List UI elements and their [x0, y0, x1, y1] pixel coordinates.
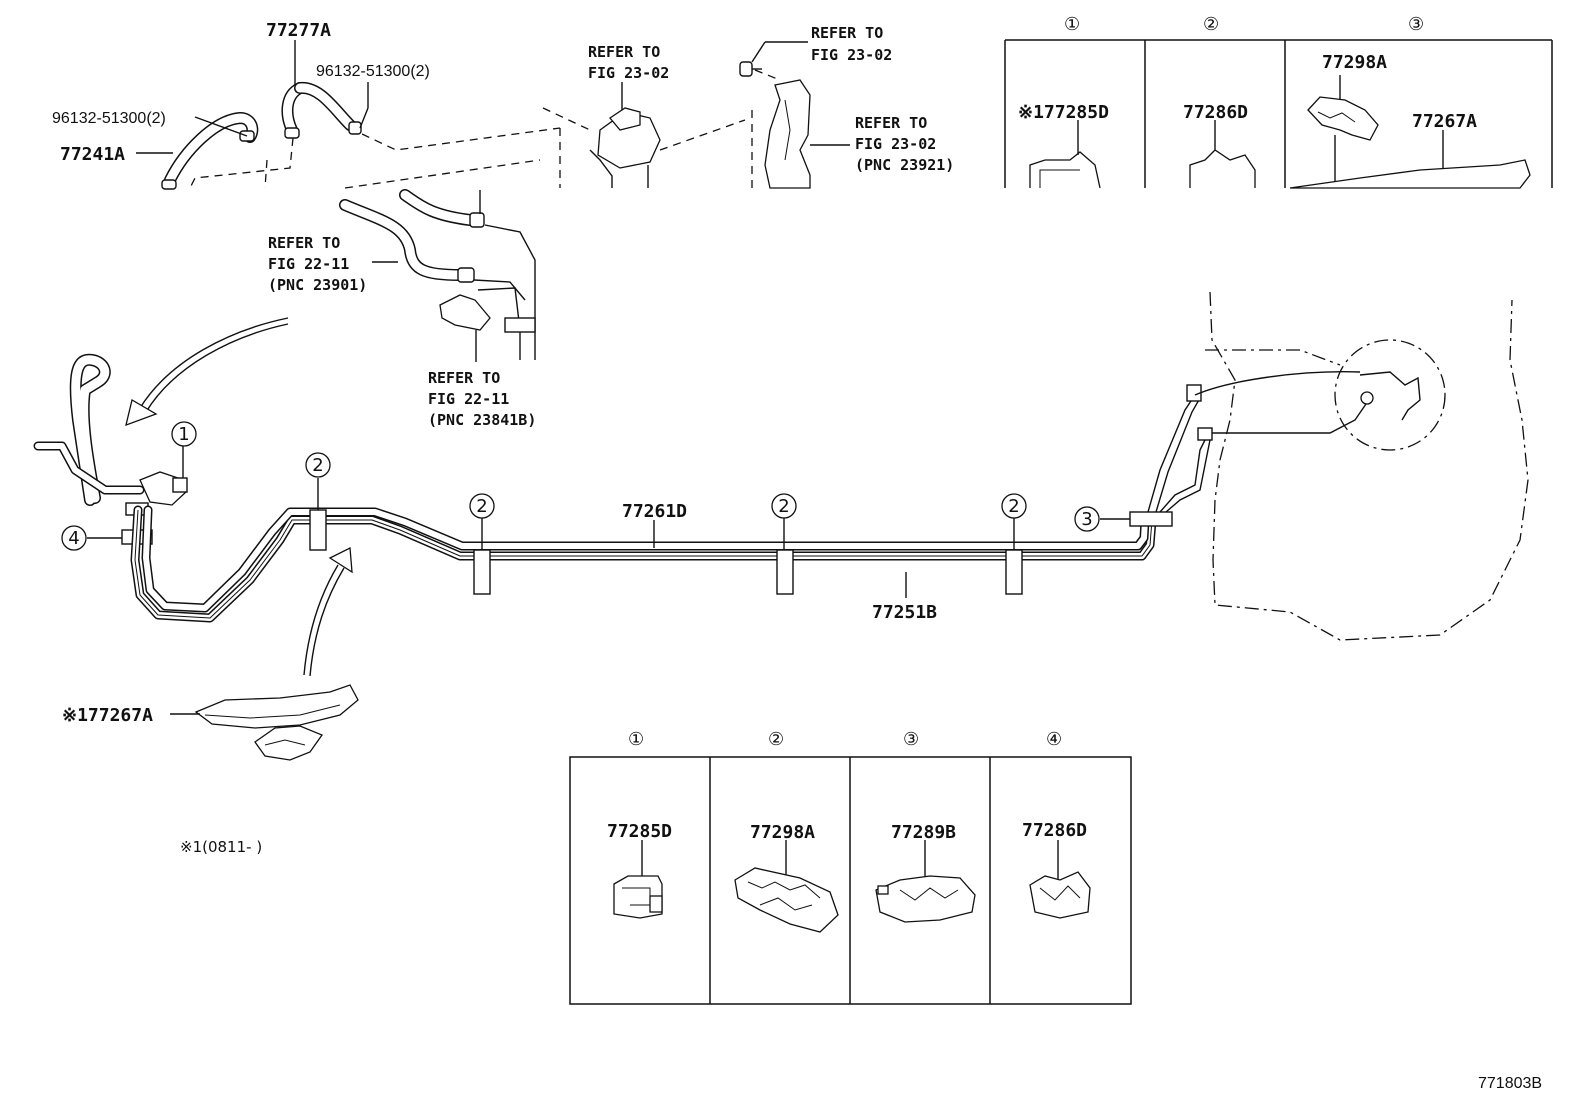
fuel-tank-outline: [1194, 291, 1529, 641]
callout-2d: 2: [1008, 496, 1019, 517]
callout-2a: 2: [312, 455, 323, 476]
top-legend-header-1: ①: [1064, 14, 1080, 35]
callout-3-circle: [1074, 506, 1100, 532]
bracket-group: [739, 41, 850, 189]
filter-view: [339, 159, 541, 362]
part-77251B: 77251B: [872, 602, 937, 623]
callout-2-circle-c: [771, 493, 797, 519]
ref-filter-line1: REFER TO: [268, 234, 340, 252]
top-hose-group: [136, 40, 781, 190]
bottom-legend-header-1: ①: [628, 729, 644, 750]
ref-valve-line1: REFER TO: [428, 369, 500, 387]
callout-1-circle: [171, 421, 197, 447]
ref-bolt-line1: REFER TO: [811, 24, 883, 42]
part-96132-51300-top: 96132-51300(2): [316, 63, 430, 80]
callout-4: 4: [68, 528, 79, 549]
bottom-legend-header-2: ②: [768, 729, 784, 750]
ref-bolt-line2: FIG 23-02: [811, 46, 892, 64]
ref-canister-line2: FIG 23-02: [588, 64, 669, 82]
callout-2-circle-b: [469, 493, 495, 519]
callout-4-circle: [61, 525, 87, 551]
callout-2-circle-a: [305, 452, 331, 478]
bottom-legend-part-1: 77285D: [607, 821, 672, 842]
ref-canister-line1: REFER TO: [588, 43, 660, 61]
main-pipes: [130, 384, 1213, 623]
bottom-legend-header-3: ③: [903, 729, 919, 750]
callout-1: 1: [178, 424, 189, 445]
top-legend-header-3: ③: [1408, 14, 1424, 35]
callout-2-circle-d: [1001, 493, 1027, 519]
ref-bracket-line2: FIG 23-02: [855, 135, 936, 153]
bottom-legend-header-4: ④: [1046, 729, 1062, 750]
bottom-legend-part-3: 77289B: [891, 822, 956, 843]
ref-valve-line2: FIG 22-11: [428, 390, 509, 408]
top-legend: [1004, 39, 1553, 189]
protector-detail: [170, 546, 359, 761]
top-legend-part-3a: 77298A: [1322, 52, 1387, 73]
top-legend-part-3b: 77267A: [1412, 111, 1477, 132]
callout-2c: 2: [778, 496, 789, 517]
ref-filter-line3: (PNC 23901): [268, 276, 367, 294]
part-96132-51300-left: 96132-51300(2): [52, 110, 166, 127]
canister-group: [589, 82, 661, 188]
top-legend-header-2: ②: [1203, 14, 1219, 35]
ref-filter-line2: FIG 22-11: [268, 255, 349, 273]
ref-valve-line3: (PNC 23841B): [428, 411, 536, 429]
ref-bracket-line1: REFER TO: [855, 114, 927, 132]
bottom-legend-part-4: 77286D: [1022, 820, 1087, 841]
footnote: ※1(0811- ): [180, 838, 262, 856]
arrow-to-detail: [125, 317, 289, 427]
callout-circles: [61, 421, 1100, 551]
part-77261D: 77261D: [622, 501, 687, 522]
top-legend-part-1: ※177285D: [1018, 102, 1109, 123]
callout-3: 3: [1081, 509, 1092, 530]
callout-2b: 2: [476, 496, 487, 517]
left-assembly: [33, 353, 188, 545]
part-77267A-left: ※177267A: [62, 705, 153, 726]
diagram-code: 771803B: [1478, 1075, 1542, 1092]
part-77241A: 77241A: [60, 144, 125, 165]
bottom-legend-part-2: 77298A: [750, 822, 815, 843]
top-legend-part-2: 77286D: [1183, 102, 1248, 123]
bottom-legend: [569, 756, 1132, 1005]
ref-bracket-line3: (PNC 23921): [855, 156, 954, 174]
part-77277A: 77277A: [266, 20, 331, 41]
